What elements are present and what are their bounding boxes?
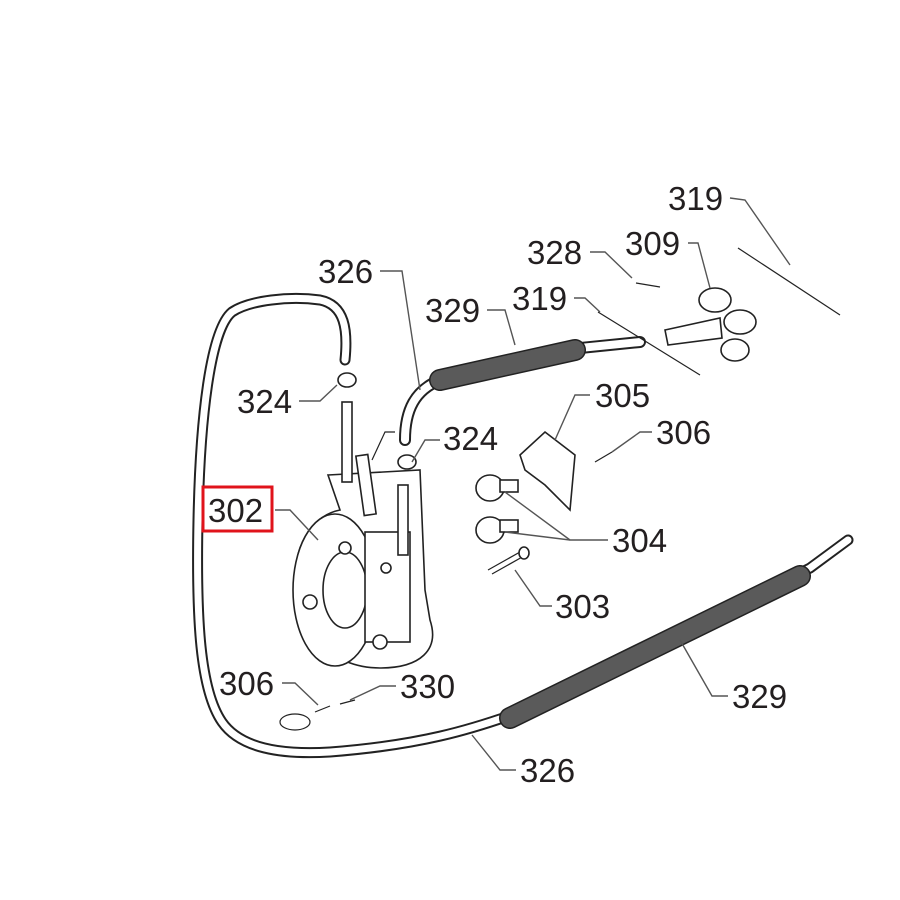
label-306: 306 [219, 665, 274, 702]
label-324: 324 [237, 383, 292, 420]
label-306: 306 [656, 414, 711, 451]
boiler-302 [292, 372, 434, 669]
label-329: 329 [425, 292, 480, 329]
callout-labels: 319 328 309 326 329 319 305 324 324 306 … [201, 180, 787, 789]
label-328: 328 [527, 234, 582, 271]
label-305: 305 [595, 377, 650, 414]
hose-329 [429, 339, 811, 729]
label-329: 329 [732, 678, 787, 715]
small-parts [279, 247, 841, 731]
label-319: 319 [512, 280, 567, 317]
label-309: 309 [625, 225, 680, 262]
label-304: 304 [612, 522, 667, 559]
highlight-box [201, 485, 274, 533]
label-326: 326 [318, 253, 373, 290]
label-303: 303 [555, 588, 610, 625]
leader-lines [275, 197, 791, 771]
label-330: 330 [400, 668, 455, 705]
label-302: 302 [208, 492, 263, 529]
label-324: 324 [443, 420, 498, 457]
label-319: 319 [668, 180, 723, 217]
label-326: 326 [520, 752, 575, 789]
